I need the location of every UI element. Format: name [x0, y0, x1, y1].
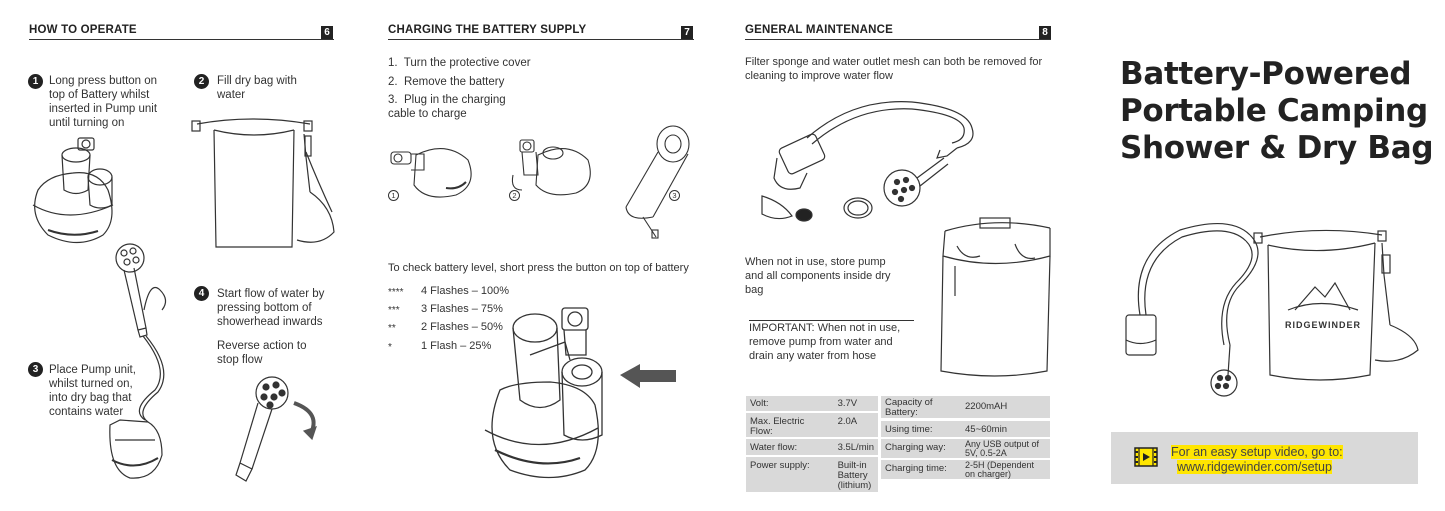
spec-value: Built-in Battery (lithium): [837, 460, 872, 491]
spec-table-right: Capacity of Battery: 2200mAH Using time: 4…: [881, 396, 1050, 479]
level-2-text: 2 Flashes – 50%: [421, 321, 503, 333]
spec-value: 3.7V: [837, 398, 858, 409]
page-number-8: 8: [1039, 26, 1051, 39]
film-icon: [1134, 447, 1158, 467]
charge-figure-3: [625, 125, 690, 239]
step-4-text: Start flow of water by pressing bottom o…: [217, 288, 325, 328]
spec-row: Charging time: 2-5H (Dependent on charger…: [881, 458, 1050, 479]
charge-step-2: 2. Remove the battery: [388, 76, 505, 88]
spec-value: 2.0A: [837, 416, 858, 427]
battery-button-illustration: [484, 307, 676, 479]
step-1-text: Long press button on top of Battery whil…: [49, 75, 158, 129]
charge-figure-2: [511, 139, 591, 196]
hose-parts-illustration: [761, 101, 974, 222]
spec-row: Charging way: Any USB output of 5V, 0.5-2…: [881, 437, 1050, 459]
section2-rule: [388, 39, 694, 40]
brand-logo-text: RIDGEWINDER: [1285, 320, 1361, 330]
video-text-line-2: www.ridgewinder.com/setup: [1177, 460, 1332, 474]
level-1-stars: *: [388, 342, 392, 353]
spec-label: Max. Electric Flow:: [750, 416, 805, 437]
section1-rule: [29, 39, 334, 40]
spec-row: Water flow: 3.5L/min: [746, 438, 878, 456]
shower-hose-illustration: [109, 243, 167, 479]
charge-figure-1: [390, 148, 472, 198]
spec-row: Max. Electric Flow: 2.0A: [746, 412, 878, 438]
level-3-text: 3 Flashes – 75%: [421, 303, 503, 315]
video-text-line-1: For an easy setup video, go to:: [1171, 445, 1343, 459]
maintenance-intro: Filter sponge and water outlet mesh can …: [745, 56, 1043, 82]
spec-label: Volt:: [750, 398, 769, 409]
step-2-number: 2: [194, 74, 209, 89]
level-2-stars: **: [388, 323, 396, 334]
product-illustration: RIDGEWINDER: [1125, 222, 1419, 397]
stored-bag-illustration: [940, 217, 1051, 377]
spec-label: Capacity of Battery:: [885, 397, 933, 418]
page-number-7: 7: [681, 26, 693, 39]
step-2-text: Fill dry bag with water: [217, 75, 297, 101]
battery-check-text: To check battery level, short press the …: [388, 262, 689, 274]
important-note: IMPORTANT: When not in use, remove pump …: [749, 320, 914, 363]
spec-table-left: Volt: 3.7V Max. Electric Flow: 2.0A Water …: [746, 396, 878, 492]
spec-label: Charging way:: [885, 442, 946, 453]
video-banner: For an easy setup video, go to: www.ridg…: [1111, 432, 1418, 484]
step-3-text: Place Pump unit, whilst turned on, into …: [49, 364, 136, 418]
step-1-number: 1: [28, 74, 43, 89]
figure-label-1: 1: [388, 190, 399, 201]
setup-url-link[interactable]: www.ridgewinder.com/setup: [1177, 460, 1332, 474]
step-4-number: 4: [194, 286, 209, 301]
charge-step-3: 3. Plug in the charging cable to charge: [388, 94, 509, 120]
charge-step-1: 1. Turn the protective cover: [388, 57, 531, 69]
pump-battery-illustration: [32, 137, 114, 244]
section3-title: GENERAL MAINTENANCE: [745, 24, 893, 36]
spec-value: 2-5H (Dependent on charger): [965, 459, 1035, 479]
spec-row: Using time: 45~60min: [881, 419, 1050, 438]
spec-label: Using time:: [885, 424, 933, 435]
spec-row: Capacity of Battery: 2200mAH: [881, 396, 1050, 420]
cover-title-line-2: Portable Camping: [1120, 93, 1428, 129]
spec-value: 3.5L/min: [837, 442, 874, 453]
spec-value: 45~60min: [965, 424, 1007, 435]
store-text: When not in use, store pump and all comp…: [745, 256, 891, 296]
section1-title: HOW TO OPERATE: [29, 24, 137, 36]
video-text-1: For an easy setup video, go to:: [1171, 445, 1343, 459]
figure-label-3: 3: [669, 190, 680, 201]
cover-title-line-3: Shower & Dry Bag: [1120, 130, 1434, 166]
level-1-text: 1 Flash – 25%: [421, 340, 492, 352]
step-4-extra: Reverse action to stop flow: [217, 340, 307, 366]
spec-label: Power supply:: [750, 460, 810, 471]
section3-rule: [745, 39, 1051, 40]
spec-row: Power supply: Built-in Battery (lithium): [746, 456, 878, 492]
showerhead-press-illustration: [235, 376, 317, 482]
spec-label: Water flow:: [750, 442, 798, 453]
spec-value: 2200mAH: [965, 401, 1008, 412]
dry-bag-illustration: [191, 118, 335, 248]
spec-row: Volt: 3.7V: [746, 396, 878, 412]
spec-value: Any USB output of 5V, 0.5-2A: [965, 438, 1040, 458]
level-4-stars: ****: [388, 287, 404, 298]
page-number-6: 6: [321, 26, 333, 39]
level-4-text: 4 Flashes – 100%: [421, 285, 510, 297]
figure-label-2: 2: [509, 190, 520, 201]
section2-title: CHARGING THE BATTERY SUPPLY: [388, 24, 587, 36]
step-3-number: 3: [28, 362, 43, 377]
cover-title-line-1: Battery-Powered: [1120, 56, 1412, 92]
spec-label: Charging time:: [885, 463, 947, 474]
level-3-stars: ***: [388, 305, 400, 316]
